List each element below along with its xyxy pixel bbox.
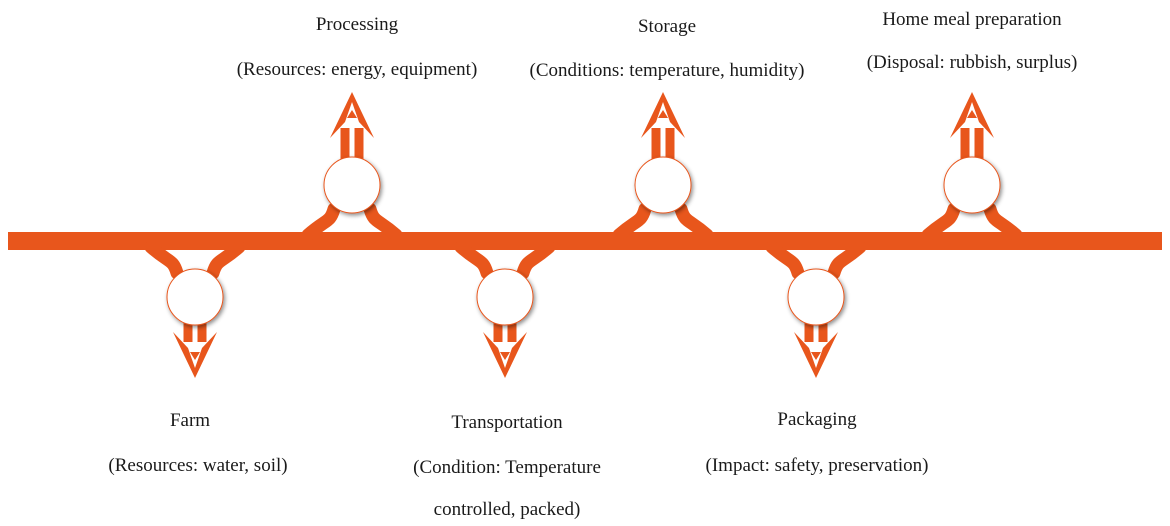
- stage-packaging-detail: (Impact: safety, preservation): [705, 455, 929, 476]
- branch-farm: [144, 240, 246, 378]
- stage-storage-detail: (Conditions: temperature, humidity): [529, 60, 805, 81]
- arrowhead-inner: [347, 110, 357, 118]
- arrowhead-inner: [500, 352, 510, 360]
- branch-curve: [674, 202, 714, 242]
- arrowhead-inner: [658, 110, 668, 118]
- stage-packaging-title: Packaging: [777, 409, 857, 430]
- stage-farm-title: Farm: [169, 410, 211, 431]
- branch-curve: [516, 240, 556, 280]
- stage-processing-detail: (Resources: energy, equipment): [236, 59, 478, 80]
- branch-curve: [363, 202, 403, 242]
- stage-storage-title: Storage: [637, 16, 697, 37]
- node-farm: [166, 268, 224, 326]
- arrowhead-inner: [811, 352, 821, 360]
- branch-curve: [921, 202, 961, 242]
- branch-curve: [827, 240, 867, 280]
- arrowhead-inner: [967, 110, 977, 118]
- branch-curve: [144, 240, 184, 280]
- arrowhead-icon: [330, 92, 374, 138]
- branch-packaging: [765, 240, 867, 378]
- branch-curve: [765, 240, 805, 280]
- arrowhead-icon: [794, 332, 838, 378]
- branch-transportation: [454, 240, 556, 378]
- branch-storage: [612, 92, 714, 242]
- arrowhead-icon: [950, 92, 994, 138]
- node-layer: [166, 156, 1001, 326]
- stage-transportation-detail-line1: (Condition: Temperature: [413, 457, 601, 478]
- pipeline-layer: [8, 92, 1162, 378]
- arrowhead-inner: [190, 352, 200, 360]
- branch-curve: [612, 202, 652, 242]
- branch-curve: [206, 240, 246, 280]
- branch-curve: [301, 202, 341, 242]
- stage-home-meal-preparation-detail: (Disposal: rubbish, surplus): [866, 52, 1078, 73]
- arrowhead-icon: [641, 92, 685, 138]
- node-transportation: [476, 268, 534, 326]
- node-storage: [634, 156, 692, 214]
- node-processing: [323, 156, 381, 214]
- branch-home-meal-preparation: [921, 92, 1023, 242]
- branch-curve: [983, 202, 1023, 242]
- arrowhead-icon: [483, 332, 527, 378]
- stage-transportation-title: Transportation: [451, 412, 563, 433]
- node-packaging: [787, 268, 845, 326]
- stage-farm-detail: (Resources: water, soil): [108, 455, 288, 476]
- stage-transportation-detail-line2: controlled, packed): [433, 499, 581, 520]
- stage-home-meal-preparation-title: Home meal preparation: [882, 9, 1062, 30]
- stage-processing-title: Processing: [315, 14, 399, 35]
- branch-processing: [301, 92, 403, 242]
- arrowhead-icon: [173, 332, 217, 378]
- branch-curve: [454, 240, 494, 280]
- node-home-meal-preparation: [943, 156, 1001, 214]
